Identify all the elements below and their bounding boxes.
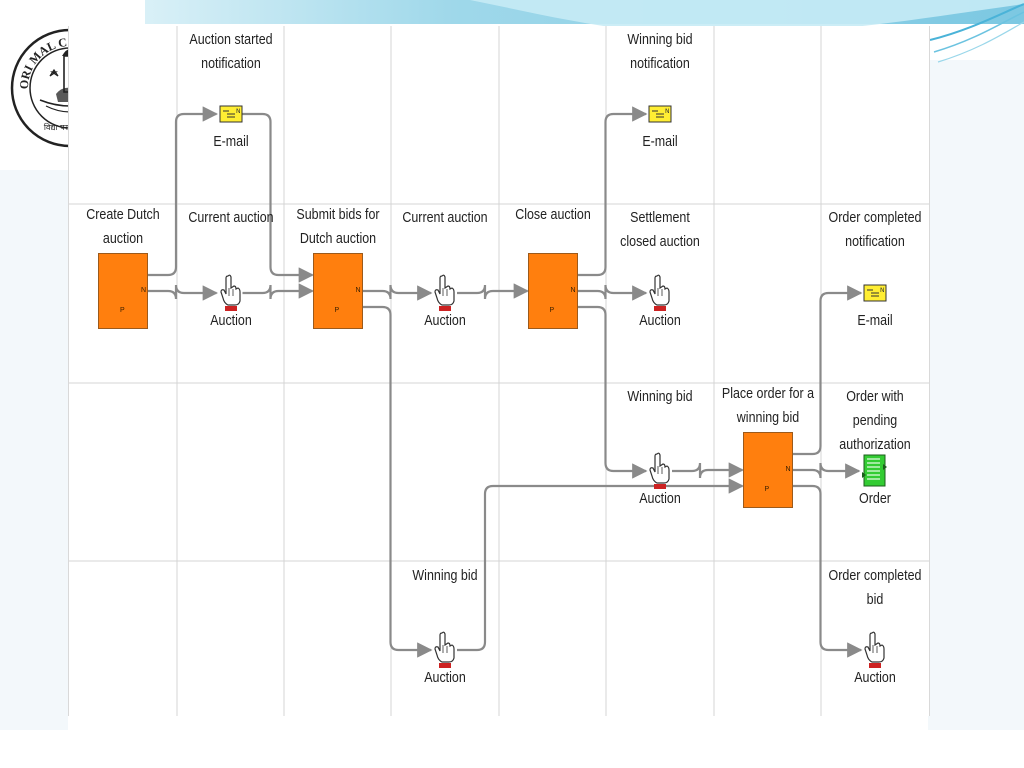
- node-caption-email-order-completed: E-mail: [857, 313, 893, 329]
- node-heading-auction-winning-bid-bottom: Winning bid: [412, 568, 478, 584]
- process-input-mark: P: [764, 486, 770, 493]
- node-heading-auction-winning-bid: Winning bid: [627, 389, 693, 405]
- process-output-mark: N: [140, 287, 146, 294]
- process-input-mark: P: [334, 307, 340, 314]
- node-caption-auction-current-1: Auction: [209, 313, 252, 329]
- edge-auction-winning-bid-bottom-to-place-order: [457, 478, 745, 652]
- process-output-mark: N: [785, 466, 791, 473]
- auction-hand-icon[interactable]: [433, 274, 457, 317]
- edge-auction-winning-bid-to-place-order: [672, 462, 745, 479]
- node-heading-email-winning-bid: Winning bid notification: [627, 32, 693, 72]
- process-label-close-auction: Close auction: [514, 207, 591, 223]
- node-caption-order-pending: Order: [859, 491, 891, 507]
- node-heading-auction-settlement-closed: Settlement closed auction: [620, 210, 700, 250]
- node-heading-auction-current-1: Current auction: [187, 210, 274, 226]
- edge-auction-current-1-to-submit-bids: [242, 283, 315, 300]
- edge-place-order-to-email-order-completed: [792, 285, 863, 456]
- order-document-icon[interactable]: [861, 454, 889, 493]
- edge-layer: [148, 106, 863, 658]
- node-heading-email-auction-started: Auction started notification: [188, 32, 273, 72]
- edge-close-auction-to-email-winning-bid: [577, 106, 648, 277]
- edge-create-dutch-auction-to-auction-current-1: [148, 284, 219, 301]
- node-caption-auction-current-2: Auction: [424, 313, 466, 329]
- svg-text:N: N: [665, 108, 670, 115]
- edge-place-order-to-auction-order-completed: [792, 484, 863, 658]
- edge-close-auction-to-auction-winning-bid: [577, 305, 648, 479]
- node-heading-email-order-completed: Order completed notification: [828, 210, 922, 250]
- process-input-mark: P: [120, 307, 125, 314]
- process-label-submit-bids: Submit bids for Dutch auction: [295, 207, 380, 247]
- edge-submit-bids-to-auction-winning-bid-bottom: [362, 305, 433, 658]
- process-output-mark: N: [570, 287, 576, 294]
- node-caption-auction-winning-bid: Auction: [639, 491, 681, 507]
- edge-submit-bids-to-auction-current-2: [362, 284, 433, 301]
- svg-text:N: N: [236, 108, 241, 115]
- auction-hand-icon[interactable]: [648, 452, 672, 495]
- process-output-mark: N: [355, 287, 361, 294]
- diagram-grid: [69, 26, 929, 716]
- edge-place-order-to-order-pending: [792, 462, 861, 479]
- email-icon[interactable]: N: [863, 283, 887, 308]
- edge-email-auction-started-to-submit-bids: [242, 112, 315, 283]
- node-caption-auction-winning-bid-bottom: Auction: [424, 670, 466, 686]
- auction-hand-icon[interactable]: [648, 274, 672, 317]
- svg-text:N: N: [880, 287, 885, 294]
- process-label-place-order: Place order for a winning bid: [721, 386, 814, 426]
- node-heading-order-pending: Order with pending authorization: [839, 389, 911, 453]
- process-label-create-dutch-auction: Create Dutch auction: [86, 207, 160, 247]
- node-caption-email-auction-started: E-mail: [212, 134, 249, 150]
- auction-hand-icon[interactable]: [433, 631, 457, 674]
- email-icon[interactable]: N: [648, 104, 672, 129]
- node-caption-auction-order-completed: Auction: [854, 670, 896, 686]
- edge-create-dutch-auction-to-email-auction-started: [148, 106, 219, 277]
- node-caption-auction-settlement-closed: Auction: [639, 313, 681, 329]
- edge-auction-current-2-to-close-auction: [457, 283, 530, 300]
- auction-hand-icon[interactable]: [219, 274, 243, 317]
- node-heading-auction-current-2: Current auction: [402, 210, 488, 226]
- node-heading-auction-order-completed: Order completed bid: [828, 568, 922, 608]
- auction-hand-icon[interactable]: [863, 631, 887, 674]
- edge-close-auction-to-auction-settlement-closed: [577, 284, 648, 301]
- process-input-mark: P: [549, 307, 555, 314]
- node-caption-email-winning-bid: E-mail: [642, 134, 678, 150]
- email-icon[interactable]: N: [219, 104, 243, 129]
